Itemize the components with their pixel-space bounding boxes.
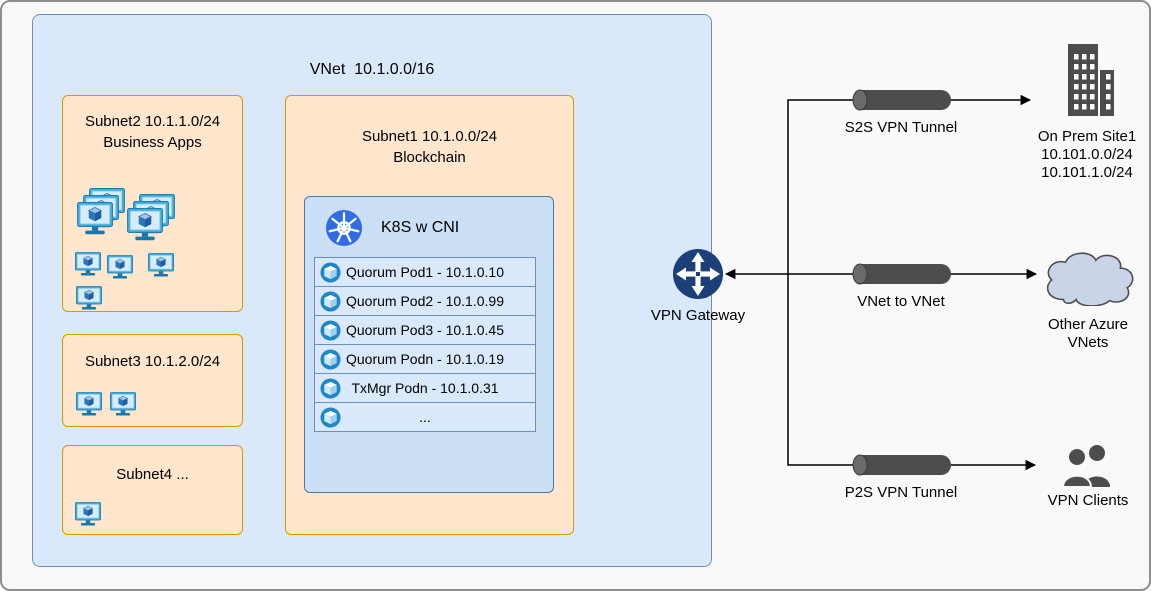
subnet1-cidr: Subnet1 10.1.0.0/24 — [361, 128, 498, 145]
pipe-icon — [850, 89, 952, 111]
subnet2-name: Business Apps — [103, 134, 202, 151]
vm-icon — [76, 286, 102, 311]
container-icon — [320, 291, 341, 312]
p2s-tunnel-pipe — [850, 454, 952, 476]
vm-icon — [107, 255, 133, 280]
subnet4-name: Subnet4 ... — [116, 466, 189, 483]
pod-label: ... — [419, 409, 431, 425]
vnet-to-vnet-tunnel-pipe — [850, 263, 952, 285]
container-icon — [320, 320, 341, 341]
k8s-cluster-box: K8S w CNI Quorum Pod1 - 10.1.0.10 Quorum… — [304, 196, 554, 493]
subnet1-box: Subnet1 10.1.0.0/24 Blockchain K8S w CNI… — [285, 95, 574, 535]
subnet3-cidr: Subnet3 10.1.2.0/24 — [84, 353, 221, 370]
other-vnets-line2: VNets — [1067, 334, 1109, 351]
p2s-tunnel-label: P2S VPN Tunnel — [844, 484, 958, 501]
s2s-tunnel-pipe — [850, 89, 952, 111]
subnet4-label: Subnet4 ... — [63, 464, 242, 485]
pod-row: Quorum Pod2 - 10.1.0.99 — [314, 286, 536, 316]
k8s-header: K8S w CNI — [325, 209, 459, 247]
on-prem-name: On Prem Site1 — [1037, 128, 1137, 145]
vm-icon — [75, 252, 101, 277]
cloud-icon — [1039, 248, 1137, 306]
vm-icon — [127, 208, 163, 242]
pod-row: Quorum Pod1 - 10.1.0.10 — [314, 257, 536, 287]
subnet2-box: Subnet2 10.1.1.0/24 Business Apps — [62, 95, 243, 312]
subnet3-label: Subnet3 10.1.2.0/24 — [63, 351, 242, 372]
other-vnets-label: Other Azure VNets — [1013, 316, 1149, 352]
pod-label: TxMgr Podn - 10.1.0.31 — [351, 380, 499, 396]
vm-stack — [127, 194, 177, 244]
container-icon — [320, 407, 341, 428]
vnet-title: VNet 10.1.0.0/16 — [309, 61, 435, 78]
pod-label: Quorum Pod1 - 10.1.0.10 — [346, 264, 504, 280]
container-icon — [320, 349, 341, 370]
on-prem-cidr-2: 10.101.1.0/24 — [1041, 164, 1133, 181]
pipe-icon — [850, 263, 952, 285]
s2s-tunnel-label: S2S VPN Tunnel — [844, 119, 958, 136]
vpn-gateway-icon — [672, 248, 724, 300]
vpn-gateway-label: VPN Gateway — [650, 307, 746, 324]
vm-icon — [77, 202, 113, 236]
vm-icon — [110, 392, 136, 417]
subnet4-box: Subnet4 ... — [62, 445, 243, 535]
pod-row: ... — [314, 402, 536, 432]
on-prem-cidr-1: 10.101.0.0/24 — [1041, 146, 1133, 163]
vpn-clients-label: VPN Clients — [1047, 492, 1129, 509]
pipe-icon — [850, 454, 952, 476]
kubernetes-icon — [325, 209, 363, 247]
subnet1-label: Subnet1 10.1.0.0/24 Blockchain — [286, 126, 573, 168]
vnet-to-vnet-label: VNet to VNet — [857, 293, 945, 310]
k8s-title: K8S w CNI — [381, 219, 460, 236]
building-icon — [1058, 44, 1116, 116]
vm-stack — [77, 188, 127, 238]
pod-label: Quorum Pod2 - 10.1.0.99 — [346, 293, 504, 309]
pod-row: Quorum Pod3 - 10.1.0.45 — [314, 315, 536, 345]
pod-label: Quorum Podn - 10.1.0.19 — [346, 351, 504, 367]
pod-row: Quorum Podn - 10.1.0.19 — [314, 344, 536, 374]
subnet2-label: Subnet2 10.1.1.0/24 Business Apps — [63, 111, 242, 153]
vm-icon — [148, 253, 174, 278]
pod-row: TxMgr Podn - 10.1.0.31 — [314, 373, 536, 403]
vm-icon — [76, 392, 102, 417]
pod-label: Quorum Pod3 - 10.1.0.45 — [346, 322, 504, 338]
vm-icon — [75, 502, 101, 527]
other-vnets-line1: Other Azure — [1047, 316, 1129, 333]
container-icon — [320, 378, 341, 399]
subnet1-name: Blockchain — [393, 149, 466, 166]
on-prem-label: On Prem Site1 10.101.0.0/24 10.101.1.0/2… — [1012, 128, 1149, 182]
container-icon — [320, 262, 341, 283]
pod-list: Quorum Pod1 - 10.1.0.10 Quorum Pod2 - 10… — [314, 257, 536, 432]
subnet2-cidr: Subnet2 10.1.1.0/24 — [84, 113, 221, 130]
subnet3-box: Subnet3 10.1.2.0/24 — [62, 334, 243, 427]
vpn-clients-icon — [1060, 443, 1116, 487]
